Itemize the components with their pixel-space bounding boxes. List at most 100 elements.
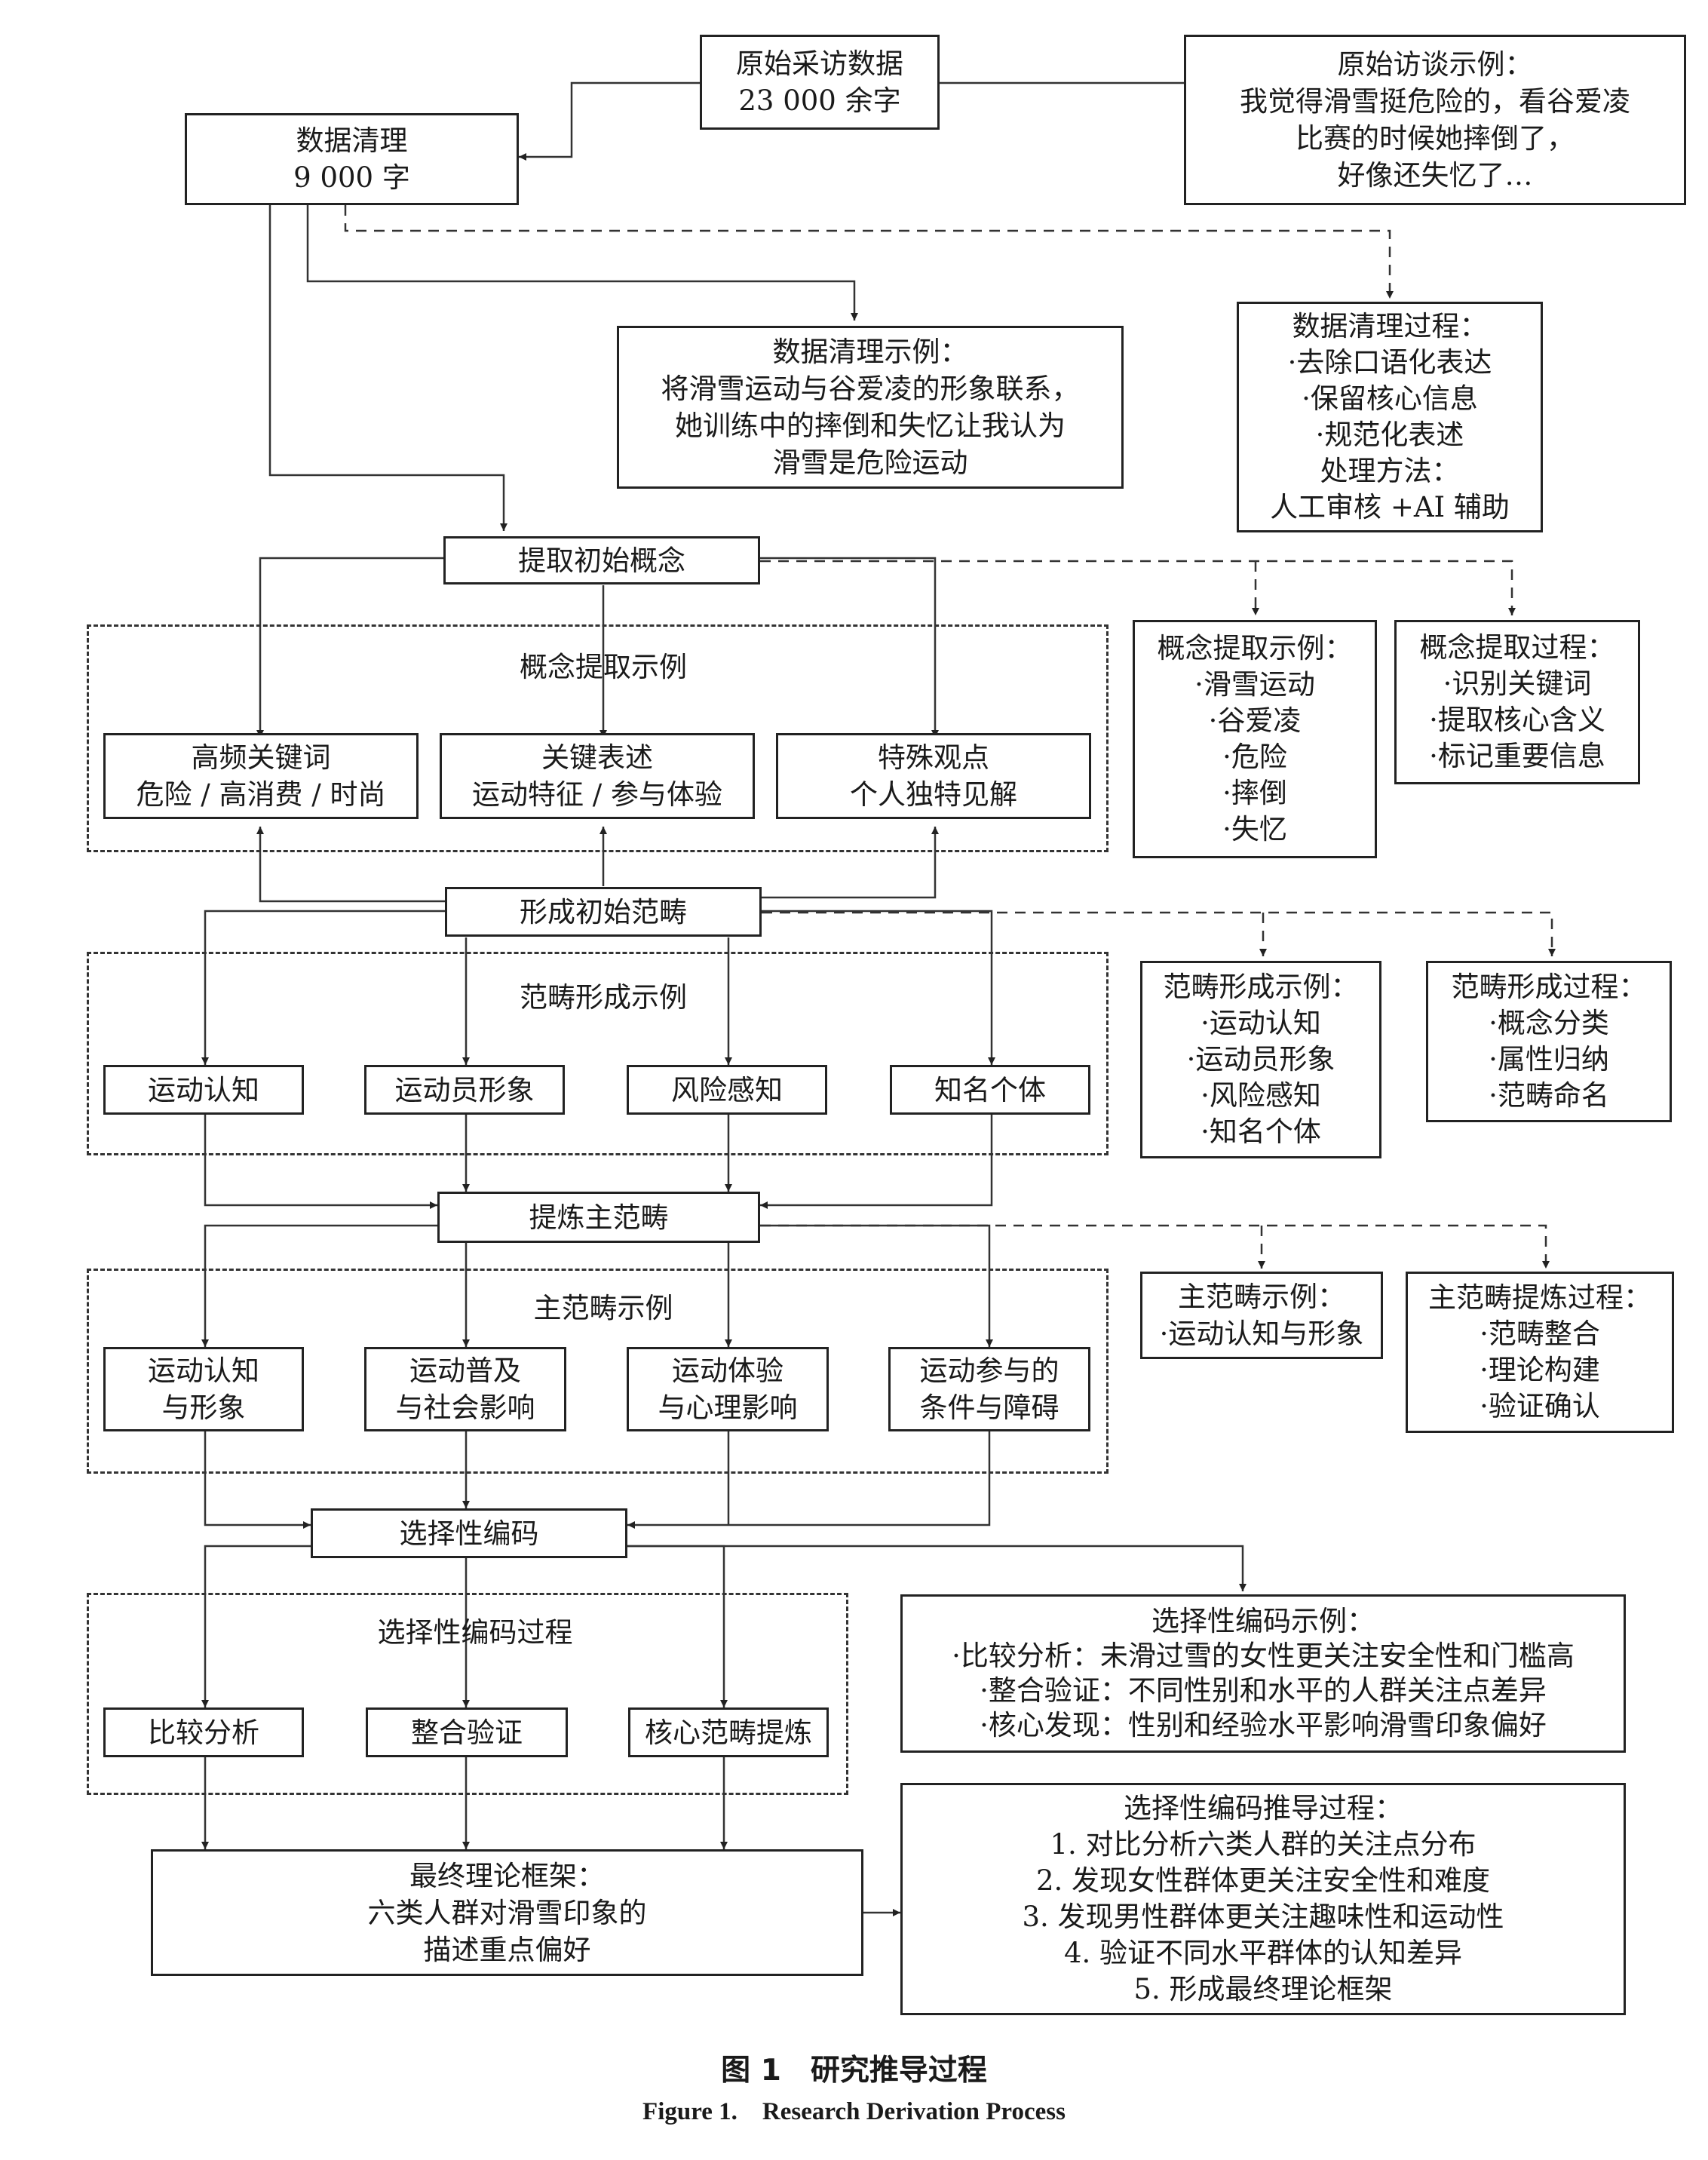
concept-example-item: ·滑雪运动 [1194,668,1315,701]
selective-example-title: 选择性编码示例： [1151,1605,1375,1637]
raw-data-count: 23 000 余字 [738,84,901,117]
main-example-item: ·运动认知与形象 [1159,1318,1364,1350]
selective-node-compare: 比较分析 [103,1707,304,1757]
concept-node-detail: 危险 / 高消费 / 时尚 [136,778,386,811]
main-node-text: 运动参与的 [919,1355,1059,1387]
category-examples-group [87,952,1109,1155]
refine-main-label: 提炼主范畴 [529,1201,669,1234]
category-example-box: 范畴形成示例： ·运动认知 ·运动员形象 ·风险感知 ·知名个体 [1140,961,1381,1158]
cleaning-process-item: ·保留核心信息 [1302,382,1478,415]
derivation-process-step: 2. 发现女性群体更关注安全性和难度 [1035,1864,1491,1897]
concept-node-viewpoints: 特殊观点 个人独特见解 [776,733,1091,819]
concept-node-detail: 个人独特见解 [850,778,1017,811]
form-categories-label: 形成初始范畴 [520,895,687,928]
concept-process-item: ·识别关键词 [1443,667,1592,700]
concept-example-item: ·失忆 [1222,813,1287,845]
connector-extract-to-viewpoints [760,557,939,738]
concept-node-expressions: 关键表述 运动特征 / 参与体验 [440,733,755,819]
concept-example-box: 概念提取示例： ·滑雪运动 ·谷爱凌 ·危险 ·摔倒 ·失忆 [1133,620,1377,858]
category-process-item: ·概念分类 [1489,1007,1609,1039]
cleaning-example-text: 将滑雪运动与谷爱凌的形象联系， [661,373,1080,405]
connector-extract-to-keywords [256,557,443,738]
interview-example-box: 原始访谈示例： 我觉得滑雪挺危险的，看谷爱凌 比赛的时候她摔倒了， 好像还失忆了… [1184,35,1686,205]
cleaning-example-text: 滑雪是危险运动 [772,446,968,479]
interview-example-text: 比赛的时候她摔倒了， [1296,122,1575,155]
category-example-item: ·运动认知 [1201,1007,1321,1039]
main-node-conditions: 运动参与的 条件与障碍 [888,1347,1090,1431]
concept-process-item: ·标记重要信息 [1429,740,1605,772]
cleaning-process-method: 人工审核 +AI 辅助 [1270,491,1510,523]
selective-group-label: 选择性编码过程 [377,1616,573,1649]
concept-example-item: ·谷爱凌 [1208,704,1302,737]
connector-cat4-to-main [760,1115,993,1209]
selective-process-group [87,1593,848,1795]
category-node-risk: 风险感知 [627,1065,827,1115]
connector-cat1-to-main [204,1115,437,1209]
category-process-item: ·属性归纳 [1489,1043,1609,1075]
category-example-item: ·知名个体 [1201,1115,1321,1148]
category-node-cognition: 运动认知 [103,1065,304,1115]
concept-process-item: ·提取核心含义 [1429,704,1605,736]
main-example-title: 主范畴示例： [1178,1281,1345,1313]
form-categories-box: 形成初始范畴 [445,887,762,937]
concept-node-title: 关键表述 [541,741,653,774]
connector-form-to-cat4 [762,910,995,1065]
concept-examples-group [87,624,1109,852]
cleaning-process-title: 数据清理过程： [1292,310,1488,342]
main-node-text: 运动认知 [148,1355,259,1387]
main-process-box: 主范畴提炼过程： ·范畴整合 ·理论构建 ·验证确认 [1406,1272,1674,1433]
data-cleaning-title: 数据清理 [296,124,408,157]
main-node-text: 条件与障碍 [919,1391,1059,1424]
category-node-label: 风险感知 [671,1073,783,1106]
derivation-process-step: 5. 形成最终理论框架 [1133,1973,1393,2005]
connector-cleaning-to-process [344,205,1394,299]
main-process-item: ·验证确认 [1480,1390,1600,1422]
figure-caption-chinese: 图 1 研究推导过程 [721,2054,987,2088]
selective-node-label: 比较分析 [148,1716,259,1749]
main-process-item: ·范畴整合 [1480,1318,1600,1350]
connector-main-to-process [760,1224,1550,1269]
connector-selective-to-example [627,1545,1247,1591]
derivation-process-step: 4. 验证不同水平群体的认知差异 [1063,1937,1463,1969]
connector-form-to-category-boxes [762,911,1556,956]
concept-node-title: 特殊观点 [878,741,989,774]
main-process-item: ·理论构建 [1480,1354,1600,1386]
selective-node-core: 核心范畴提炼 [628,1707,829,1757]
concept-example-item: ·危险 [1222,741,1287,773]
connector-raw-to-cleaning [519,81,700,161]
selective-example-item: ·比较分析：未滑过雪的女性更关注安全性和门槛高 [952,1640,1575,1672]
main-category-group [87,1269,1109,1474]
selective-node-integrate: 整合验证 [366,1707,568,1757]
category-example-item: ·风险感知 [1201,1079,1321,1112]
category-process-title: 范畴形成过程： [1451,971,1647,1003]
main-process-title: 主范畴提炼过程： [1428,1281,1651,1314]
interview-example-text: 好像还失忆了… [1337,159,1533,192]
concept-example-item: ·摔倒 [1222,777,1287,809]
interview-example-text: 我觉得滑雪挺危险的，看谷爱凌 [1240,85,1630,118]
selective-example-item: ·核心发现：性别和经验水平影响滑雪印象偏好 [980,1709,1547,1741]
main-node-experience: 运动体验 与心理影响 [627,1347,829,1431]
cleaning-process-method-label: 处理方法： [1320,455,1460,487]
main-node-text: 运动普及 [409,1355,521,1387]
category-node-athlete-image: 运动员形象 [364,1065,565,1115]
connector-node1-to-selective [204,1431,311,1529]
derivation-process-box: 选择性编码推导过程： 1. 对比分析六类人群的关注点分布 2. 发现女性群体更关… [900,1783,1626,2015]
category-process-box: 范畴形成过程： ·概念分类 ·属性归纳 ·范畴命名 [1426,961,1672,1122]
final-framework-title: 最终理论框架： [409,1859,605,1892]
derivation-process-title: 选择性编码推导过程： [1124,1792,1403,1824]
category-process-item: ·范畴命名 [1489,1079,1609,1112]
selective-coding-box: 选择性编码 [311,1508,627,1558]
concept-example-title: 概念提取示例： [1157,632,1353,664]
connector-cleaning-to-extract [268,205,507,531]
connector-cleaning-to-example [306,205,858,321]
main-example-box: 主范畴示例： ·运动认知与形象 [1140,1272,1383,1359]
main-node-text: 与形象 [161,1391,246,1424]
concept-process-title: 概念提取过程： [1419,631,1615,664]
final-framework-text: 六类人群对滑雪印象的 [367,1896,647,1929]
selective-node-label: 核心范畴提炼 [645,1716,812,1749]
main-group-label: 主范畴示例 [533,1292,673,1324]
refine-main-box: 提炼主范畴 [437,1192,760,1243]
category-node-celebrity: 知名个体 [890,1065,1090,1115]
raw-data-box: 原始采访数据 23 000 余字 [700,35,940,130]
